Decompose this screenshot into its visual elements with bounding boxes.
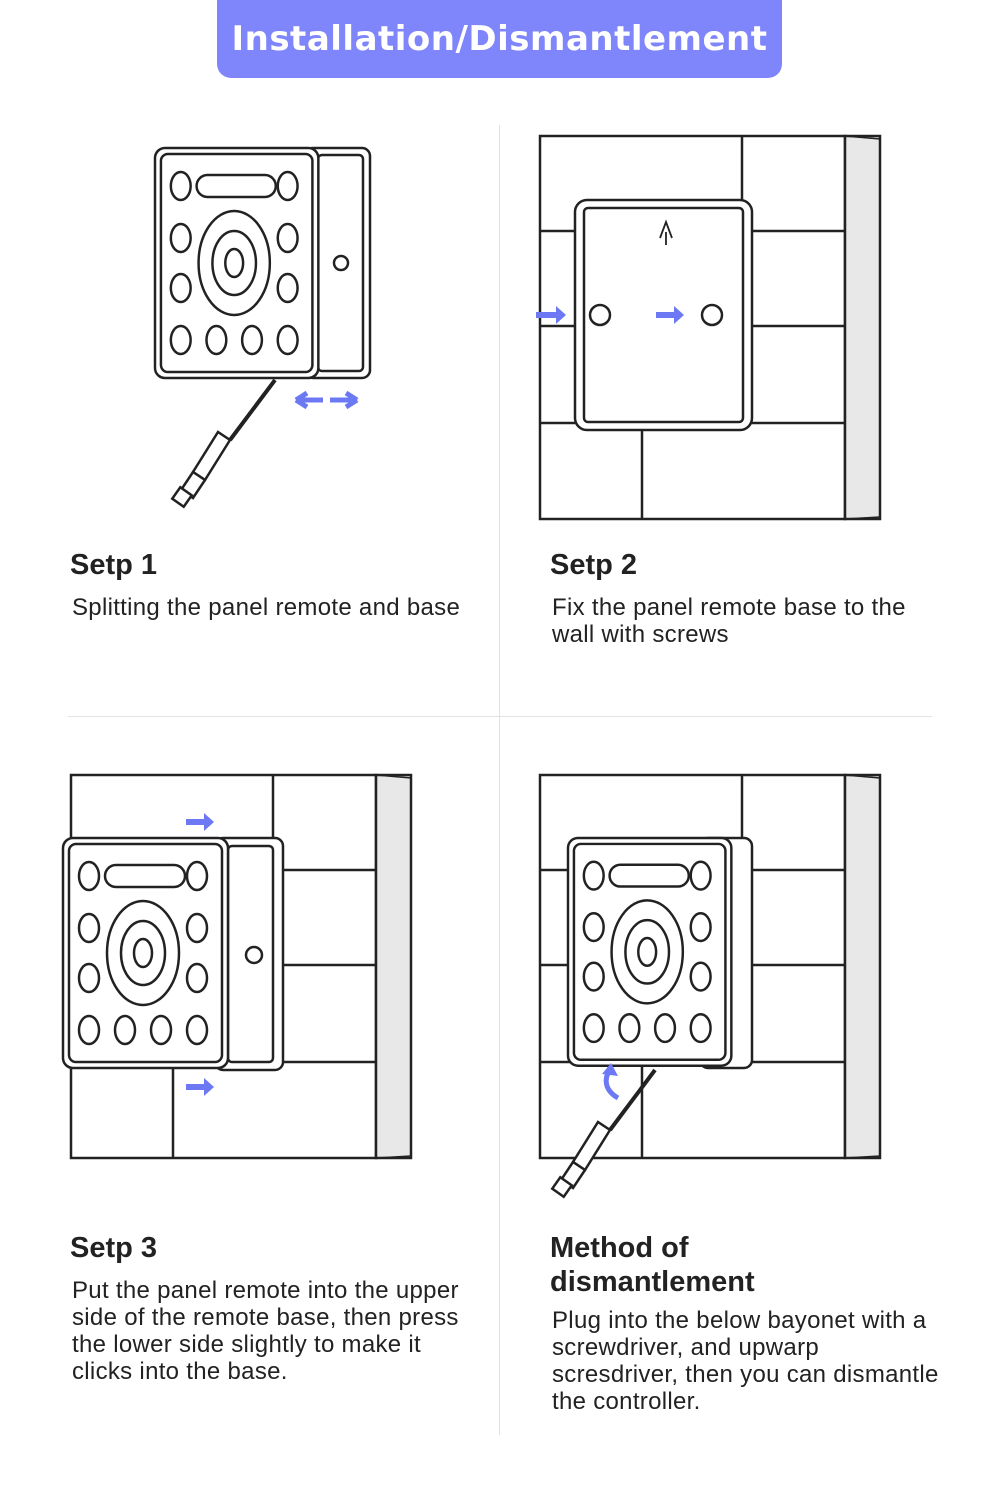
step3-illustration — [61, 773, 413, 1160]
step-title: Setp 3 — [70, 1232, 158, 1264]
step-3: Setp 3 Put the panel remote into the upp… — [70, 1231, 470, 1385]
dismantle-illustration — [538, 773, 882, 1199]
step-description: Fix the panel remote base to the wall wi… — [552, 594, 906, 648]
step-1: Setp 1 Splitting the panel remote and ba… — [70, 548, 470, 621]
step-title: Method of dismantlement — [550, 1232, 755, 1298]
step-title: Setp 1 — [70, 549, 158, 581]
step-2: Setp 2 Fix the panel remote base to the … — [550, 548, 950, 648]
vertical-divider — [499, 125, 500, 1435]
step-description: Put the panel remote into the upper side… — [72, 1277, 459, 1385]
step-title: Setp 2 — [550, 549, 638, 581]
step-description: Plug into the below bayonet with a screw… — [552, 1307, 939, 1415]
horizontal-divider — [68, 716, 932, 717]
step-dismantle: Method of dismantlement Plug into the be… — [550, 1231, 938, 1415]
step2-illustration — [536, 134, 882, 521]
step1-illustration — [153, 146, 372, 509]
page-title: Installation/Dismantlement — [217, 0, 782, 78]
step-description: Splitting the panel remote and base — [72, 594, 461, 621]
